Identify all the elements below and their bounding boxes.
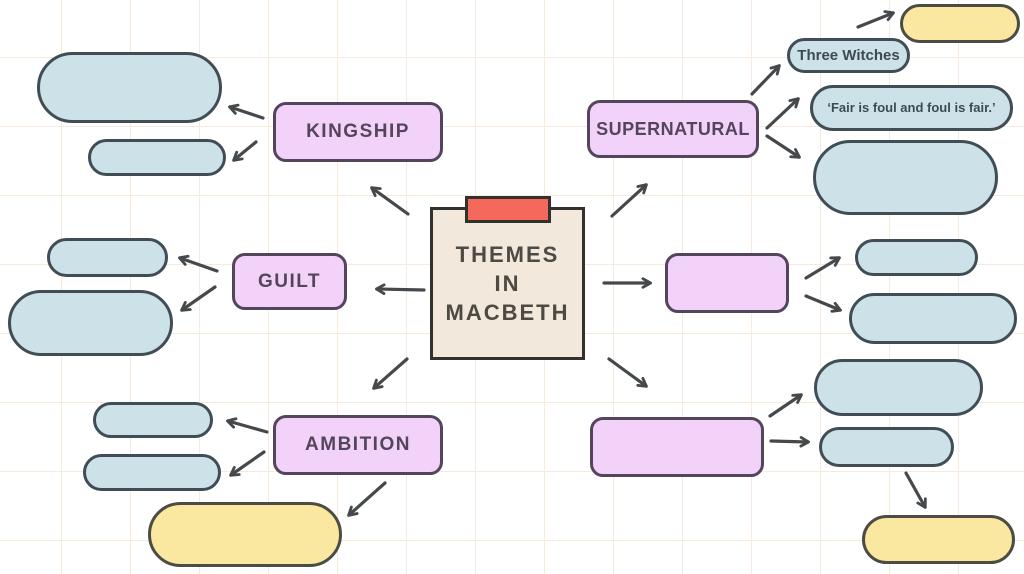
arrow-blank-right-to-note-8 (804, 256, 841, 280)
theme-label-kingship: KINGSHIP (306, 121, 410, 142)
arrow-center-to-supernatural (610, 183, 648, 218)
idea-node-yellow-bottom-right[interactable] (862, 515, 1015, 564)
arrow-kingship-to-note-2 (232, 140, 258, 162)
central-topic-line-3: MACBETH (445, 300, 570, 326)
central-topic-line-1: THEMES (455, 241, 560, 267)
arrow-guilt-to-note-4 (180, 285, 217, 312)
arrow-blank-bottom-to-note-11 (769, 436, 810, 448)
theme-node-supernatural[interactable]: SUPERNATURAL (587, 100, 759, 158)
arrow-blank-bottom-to-note-10 (768, 393, 803, 418)
central-topic-node[interactable]: THEMES IN MACBETH (430, 207, 585, 360)
idea-node-yellow-bottom-left[interactable] (148, 502, 342, 567)
arrow-center-to-kingship (370, 186, 410, 216)
arrow-blank-right-to-note-9 (804, 294, 842, 313)
note-node-blank-11[interactable] (819, 427, 954, 467)
theme-node-guilt[interactable]: GUILT (232, 253, 347, 310)
note-node-blank-8[interactable] (855, 239, 978, 276)
theme-label-supernatural: SUPERNATURAL (596, 118, 750, 139)
central-topic-line-2: IN (494, 270, 521, 296)
note-node-blank-5[interactable] (93, 402, 213, 438)
arrow-supernatural-to-note-7 (765, 134, 801, 159)
note-node-blank-10[interactable] (814, 359, 983, 416)
note-node-blank-9[interactable] (849, 293, 1017, 344)
note-node-blank-2[interactable] (88, 139, 226, 176)
note-node-blank-4[interactable] (8, 290, 173, 356)
idea-node-yellow-top-right[interactable] (900, 4, 1020, 43)
arrow-witches-to-yellow (856, 10, 895, 29)
note-node-three-witches[interactable]: Three Witches (787, 38, 910, 73)
arrow-supernatural-to-quote (765, 97, 800, 130)
arrow-ambition-to-yellow (347, 481, 387, 517)
arrow-note-11-to-yellow (904, 471, 927, 509)
arrow-center-to-blank-bottom (607, 357, 648, 388)
note-node-quote[interactable]: ‘Fair is foul and foul is fair.’ (810, 85, 1013, 131)
arrow-supernatural-to-witches (750, 64, 781, 96)
theme-node-kingship[interactable]: KINGSHIP (273, 102, 443, 162)
central-topic-tape-decoration (465, 196, 551, 223)
note-node-blank-6[interactable] (83, 454, 221, 491)
theme-node-blank-bottom[interactable] (590, 417, 764, 477)
note-node-blank-7[interactable] (813, 140, 998, 215)
arrow-ambition-to-note-5 (226, 417, 269, 434)
note-node-blank-1[interactable] (37, 52, 222, 123)
theme-node-ambition[interactable]: AMBITION (273, 415, 443, 475)
arrow-guilt-to-note-3 (178, 254, 219, 273)
theme-node-blank-right[interactable] (665, 253, 789, 313)
note-label-quote: ‘Fair is foul and foul is fair.’ (827, 99, 996, 115)
arrow-center-to-ambition (372, 357, 409, 390)
theme-label-ambition: AMBITION (305, 434, 411, 455)
note-node-blank-3[interactable] (47, 238, 168, 277)
arrow-center-to-guilt (375, 283, 426, 295)
arrow-ambition-to-note-6 (229, 450, 266, 477)
theme-label-guilt: GUILT (257, 270, 322, 292)
arrow-kingship-to-note-1 (228, 103, 265, 120)
note-label-three-witches: Three Witches (797, 47, 900, 64)
